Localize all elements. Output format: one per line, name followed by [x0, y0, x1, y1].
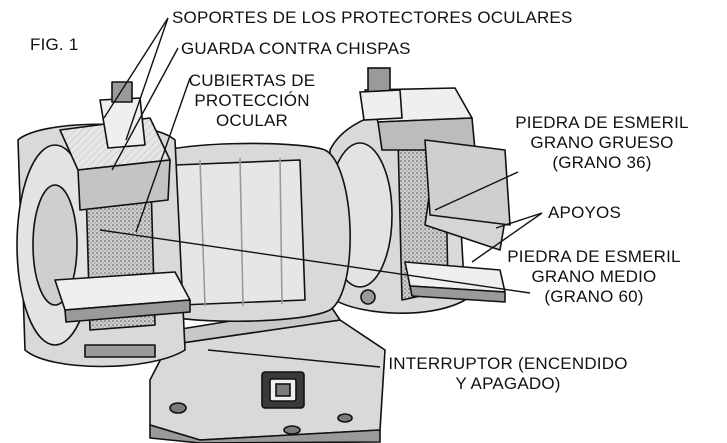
leader-tool-rests [495, 212, 543, 229]
leader-switch [207, 349, 381, 368]
right-wheel-assembly [327, 87, 511, 314]
label-coarse-wheel: PIEDRA DE ESMERIL GRANO GRUESO (GRANO 36… [508, 113, 696, 173]
label-eye-shield-covers-line3: OCULAR [215, 111, 289, 130]
label-coarse-wheel-line3: (GRANO 36) [552, 153, 652, 172]
label-eye-shield-covers-line2: PROTECCIÓN [194, 91, 310, 110]
leader-tool-rests-2 [471, 212, 543, 263]
label-spark-guard: GUARDA CONTRA CHISPAS [181, 39, 411, 58]
label-tool-rests: APOYOS [548, 203, 622, 222]
label-coarse-wheel-line1: PIEDRA DE ESMERIL [515, 113, 689, 132]
leader-coarse-wheel [434, 171, 519, 211]
leader-eye-shield-covers [135, 77, 191, 233]
label-medium-wheel-line1: PIEDRA DE ESMERIL [507, 247, 681, 266]
label-eye-shield-brackets: SOPORTES DE LOS PROTECTORES OCULARES [172, 8, 573, 27]
right-shield-bracket [359, 67, 403, 121]
leader-spark-guard [111, 47, 179, 171]
leader-medium-wheel [99, 229, 531, 294]
leader-eye-shield-brackets-2 [125, 17, 169, 141]
figure-label: FIG. 1 [30, 35, 79, 54]
label-eye-shield-covers-line1: CUBIERTAS DE [188, 71, 316, 90]
label-switch-line2: Y APAGADO) [455, 374, 561, 393]
leader-eye-shield-brackets [103, 17, 169, 119]
label-medium-wheel-line3: (GRANO 60) [544, 287, 644, 306]
left-wheel-assembly [16, 81, 191, 368]
leader-lines [99, 17, 543, 368]
label-coarse-wheel-line2: GRANO GRUESO [530, 133, 674, 152]
label-switch-line1: INTERRUPTOR (ENCENDIDO [388, 354, 628, 373]
power-switch [261, 371, 305, 409]
label-eye-shield-covers: CUBIERTAS DE PROTECCIÓN OCULAR [188, 71, 316, 131]
label-medium-wheel: PIEDRA DE ESMERIL GRANO MEDIO (GRANO 60) [500, 247, 688, 307]
label-switch: INTERRUPTOR (ENCENDIDO Y APAGADO) [383, 354, 633, 394]
motor-housing [139, 142, 351, 323]
label-medium-wheel-line2: GRANO MEDIO [531, 267, 657, 286]
